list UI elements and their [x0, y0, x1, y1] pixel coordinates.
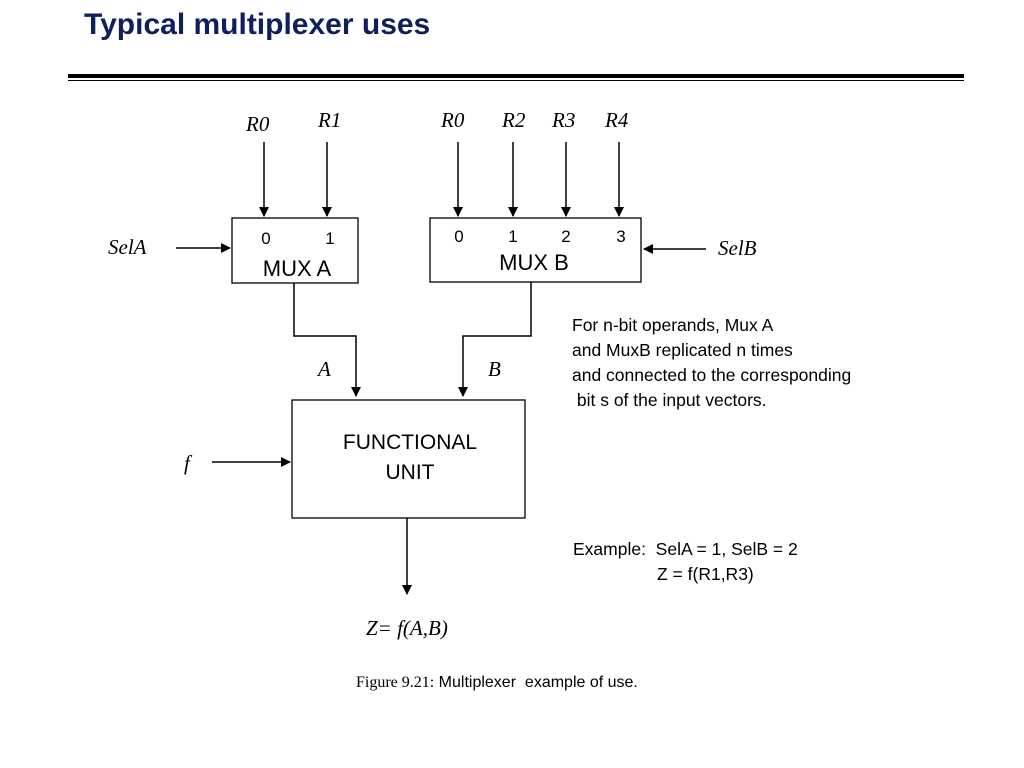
operand-note-line: For n-bit operands, Mux A [572, 315, 774, 335]
sel-b-label: SelB [718, 236, 757, 260]
output-label: Z= f(A,B) [366, 616, 448, 640]
mux-b-port-3: 3 [616, 227, 625, 246]
mux-a-input-label-r0: R0 [245, 112, 270, 136]
title-rule-thin [68, 80, 964, 81]
mux-b-input-label-r4: R4 [604, 108, 629, 132]
wire-b-label: B [488, 357, 501, 381]
slide-title: Typical multiplexer uses [84, 8, 431, 41]
example-note: Example: SelA = 1, SelB = 2 Z = f(R1,R3) [573, 537, 798, 587]
mux-b-input-label-r3: R3 [551, 108, 575, 132]
mux-b-label: MUX B [499, 250, 569, 275]
sel-a-label: SelA [108, 235, 147, 259]
mux-b-input-label-r2: R2 [501, 108, 526, 132]
mux-b-input-label-r0: R0 [440, 108, 465, 132]
example-line-2: Z = f(R1,R3) [657, 564, 754, 584]
example-line-1: Example: SelA = 1, SelB = 2 [573, 539, 798, 559]
operand-note-line: and MuxB replicated n times [572, 340, 793, 360]
functional-unit-label-line1: FUNCTIONAL [343, 431, 477, 454]
mux-b-box [429, 217, 642, 283]
mux-a-port-0: 0 [261, 229, 270, 248]
figure-caption: Figure 9.21: Multiplexer example of use. [356, 674, 638, 692]
function-select-label: f [184, 451, 193, 475]
mux-a-label: MUX A [263, 256, 332, 281]
title-rule [68, 74, 964, 78]
operand-note-line: and connected to the corresponding [572, 365, 852, 385]
mux-a-box [231, 217, 359, 284]
functional-unit-box [291, 399, 526, 519]
mux-a-port-1: 1 [325, 229, 334, 248]
mux-a-input-label-r1: R1 [317, 108, 341, 132]
wire-a-label: A [316, 357, 331, 381]
mux-a-output-wire [293, 283, 361, 397]
operand-note-line: bit s of the input vectors. [572, 390, 767, 410]
operand-note: For n-bit operands, Mux A and MuxB repli… [572, 313, 851, 413]
mux-b-port-2: 2 [561, 227, 570, 246]
mux-b-output-wire [458, 282, 532, 397]
functional-unit-label-line2: UNIT [386, 461, 435, 484]
figure-caption-text: Multiplexer example of use. [434, 674, 638, 691]
mux-b-port-0: 0 [454, 227, 463, 246]
mux-b-port-1: 1 [508, 227, 517, 246]
figure-caption-number: Figure 9.21: [356, 674, 435, 691]
